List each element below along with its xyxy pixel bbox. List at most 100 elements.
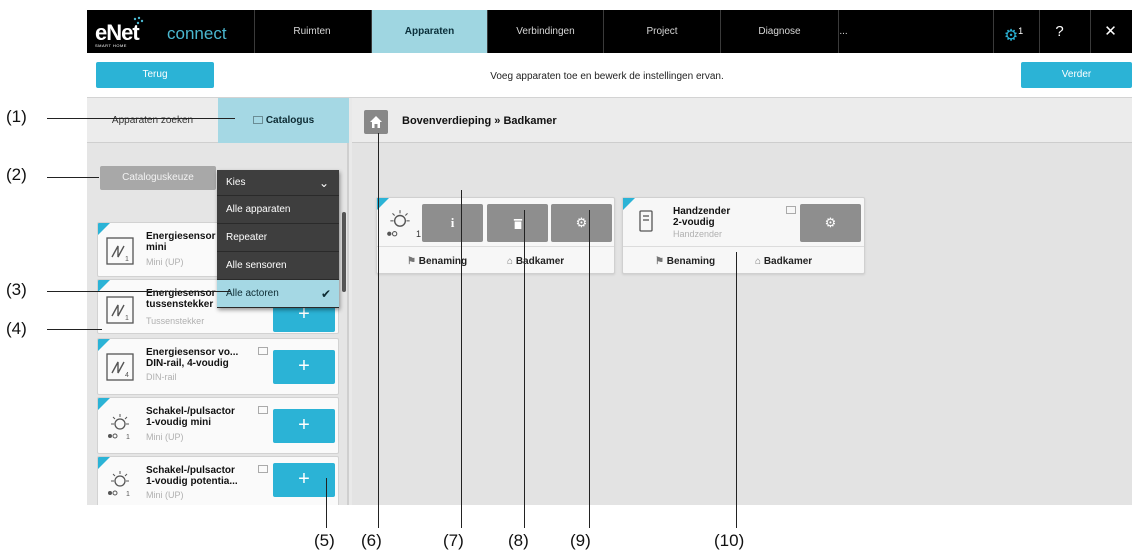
tab-diagnose[interactable]: Diagnose bbox=[720, 10, 838, 53]
card-divider bbox=[623, 246, 864, 247]
app-window: eNet connect SMART HOME Ruimten Apparate… bbox=[87, 10, 1132, 505]
energy-sensor-4-icon: 4 bbox=[106, 353, 134, 381]
device-type: Mini (UP) bbox=[146, 490, 184, 500]
dropdown-option-alle-apparaten[interactable]: Alle apparaten bbox=[217, 196, 339, 224]
enet-logo: eNet connect SMART HOME bbox=[95, 16, 235, 48]
room-field[interactable]: ⌂ Badkamer bbox=[755, 256, 812, 267]
new-corner-marker bbox=[377, 198, 389, 210]
trash-icon bbox=[513, 218, 522, 229]
breadcrumb-bar: Bovenverdieping » Badkamer bbox=[352, 98, 1132, 143]
callout-line-4 bbox=[47, 329, 102, 330]
logo-brand: eNet bbox=[95, 20, 140, 45]
callout-line-5 bbox=[326, 478, 327, 528]
dropdown-header[interactable]: Kies⌄ bbox=[217, 170, 339, 196]
callout-line-10 bbox=[736, 252, 737, 528]
name-label: Benaming bbox=[666, 256, 716, 267]
name-field[interactable]: ⚑ Benaming bbox=[407, 256, 467, 267]
tab-catalogus[interactable]: Catalogus bbox=[218, 98, 349, 143]
device-name-line2: 1-voudig mini bbox=[146, 417, 211, 428]
callout-1: (1) bbox=[6, 107, 27, 126]
info-button[interactable]: i bbox=[422, 204, 483, 242]
catalog-book-icon bbox=[786, 206, 796, 214]
logo-dots-icon bbox=[133, 16, 144, 25]
add-device-button[interactable]: + bbox=[273, 350, 335, 384]
name-field[interactable]: ⚑ Benaming bbox=[655, 256, 715, 267]
card-divider bbox=[377, 246, 614, 247]
add-device-button[interactable]: + bbox=[273, 463, 335, 497]
dropdown-option-alle-sensoren[interactable]: Alle sensoren bbox=[217, 252, 339, 280]
room-home-icon: ⌂ bbox=[755, 256, 764, 267]
device-name-line1: Energiesensor bbox=[146, 231, 216, 242]
tab-ruimten[interactable]: Ruimten bbox=[254, 10, 369, 53]
device-name-line2: tussenstekker bbox=[146, 299, 214, 310]
home-button[interactable] bbox=[364, 110, 388, 134]
dropdown-option-label: Alle actoren bbox=[226, 288, 279, 299]
callout-line-6 bbox=[378, 133, 379, 528]
svg-text:1: 1 bbox=[125, 315, 129, 322]
device-name-line1: Energiesensor bbox=[146, 288, 216, 299]
callout-line-2 bbox=[47, 177, 99, 178]
close-button[interactable]: ✕ bbox=[1090, 10, 1130, 53]
callout-6: (6) bbox=[361, 531, 382, 550]
tab-project[interactable]: Project bbox=[603, 10, 720, 53]
settings-badge: 1 bbox=[1018, 26, 1024, 36]
checkmark-icon: ✔ bbox=[320, 287, 331, 301]
add-device-button[interactable]: + bbox=[273, 409, 335, 443]
svg-text:1: 1 bbox=[126, 434, 130, 440]
device-name-line1: Schakel-/pulsactor bbox=[146, 406, 235, 417]
dropdown-header-label: Kies bbox=[226, 177, 246, 188]
catalog-choice-button[interactable]: Catalogus­keuze bbox=[100, 166, 216, 190]
device-name-line2: 1-voudig potentia... bbox=[146, 476, 238, 487]
settings-button[interactable]: ⚙ bbox=[800, 204, 861, 242]
callout-line-7 bbox=[461, 190, 462, 528]
help-button[interactable]: ? bbox=[1039, 10, 1079, 53]
device-name-line1: Schakel-/pulsactor bbox=[146, 465, 235, 476]
catalog-book-icon bbox=[258, 347, 268, 355]
new-corner-marker bbox=[98, 223, 110, 235]
device-name-line2: DIN-rail, 4-voudig bbox=[146, 358, 229, 369]
catalog-book-icon bbox=[258, 465, 268, 473]
callout-line-8 bbox=[524, 210, 525, 528]
action-bar: Terug Voeg apparaten toe en bewerk de in… bbox=[87, 53, 1132, 98]
dropdown-option-repeater[interactable]: Repeater bbox=[217, 224, 339, 252]
dropdown-option-alle-actoren[interactable]: Alle actoren ✔ bbox=[217, 280, 339, 308]
callout-line-1 bbox=[47, 118, 235, 119]
callout-line-3 bbox=[47, 291, 230, 292]
settings-button[interactable]: ⚙ bbox=[551, 204, 612, 242]
tab-apparaten-zoeken[interactable]: Apparaten zoeken bbox=[87, 98, 218, 143]
energy-sensor-1-icon: 1 bbox=[106, 237, 134, 265]
device-type: Handzender bbox=[673, 229, 723, 239]
tag-icon: ⚑ bbox=[655, 256, 667, 267]
room-home-icon: ⌂ bbox=[507, 256, 516, 267]
delete-button[interactable] bbox=[487, 204, 548, 242]
next-button[interactable]: Verder bbox=[1021, 62, 1132, 88]
callout-5: (5) bbox=[314, 531, 335, 550]
callout-9: (9) bbox=[570, 531, 591, 550]
back-button[interactable]: Terug bbox=[96, 62, 214, 88]
device-name-line1: Handzender bbox=[673, 206, 731, 217]
device-name-line1: Energiesensor vo... bbox=[146, 347, 239, 358]
device-type: Mini (UP) bbox=[146, 257, 184, 267]
svg-text:1: 1 bbox=[126, 491, 130, 497]
callout-8: (8) bbox=[508, 531, 529, 550]
svg-text:4: 4 bbox=[125, 372, 129, 379]
device-catalog-panel: Apparaten zoeken Catalogus Catalogus­keu… bbox=[87, 98, 349, 505]
tab-verbindingen[interactable]: Verbindingen bbox=[487, 10, 603, 53]
tab-catalogus-label: Catalogus bbox=[265, 115, 315, 126]
tab-more[interactable]: ... bbox=[838, 10, 848, 53]
device-type: Tussenstekker bbox=[146, 316, 205, 326]
device-type: Mini (UP) bbox=[146, 432, 184, 442]
top-navigation-bar: eNet connect SMART HOME Ruimten Apparate… bbox=[87, 10, 1132, 53]
tab-apparaten[interactable]: Apparaten bbox=[371, 10, 487, 53]
catalog-book-icon bbox=[258, 406, 268, 414]
scrollbar[interactable] bbox=[342, 212, 346, 292]
channel-count: 1 bbox=[416, 229, 422, 239]
callout-10: (10) bbox=[714, 531, 745, 550]
room-field[interactable]: ⌂ Badkamer bbox=[507, 256, 564, 267]
settings-button[interactable]: ⚙1 bbox=[993, 10, 1033, 53]
light-actuator-icon: 1 bbox=[108, 471, 130, 497]
